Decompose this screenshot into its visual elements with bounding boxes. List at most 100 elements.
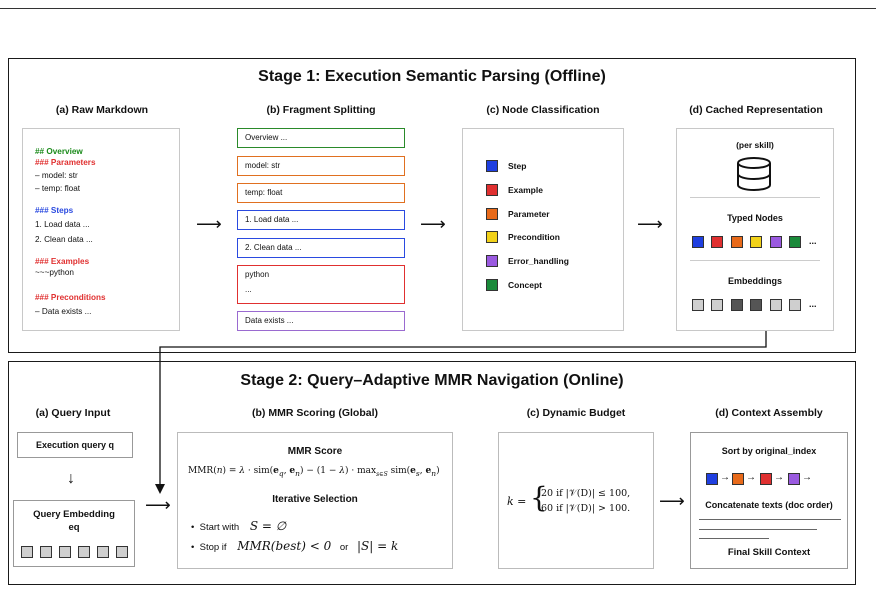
legend-swatch <box>486 231 498 243</box>
md-line: 1. Load data ... <box>35 220 90 229</box>
per-skill-label: (per skill) <box>736 140 774 150</box>
stage1-title: Stage 1: Execution Semantic Parsing (Off… <box>258 68 606 85</box>
stage1-panel: Stage 1: Execution Semantic Parsing (Off… <box>8 58 856 353</box>
embedding-cell <box>97 546 109 558</box>
concat-label: Concatenate texts (doc order) <box>705 500 833 510</box>
chain-arrow-icon: → <box>802 472 812 483</box>
md-line: ~~~python <box>35 268 74 277</box>
arrow-down-icon: ↓ <box>67 470 75 487</box>
final-context-label: Final Skill Context <box>727 547 811 558</box>
top-rule <box>0 8 876 9</box>
fragment-box: temp: float <box>237 183 405 203</box>
md-line: ### Examples <box>35 257 90 266</box>
embedding-cell <box>692 299 704 311</box>
chain-node <box>706 473 718 485</box>
bullet-stop: • Stop if MMR(best) < 0 or |S| = k <box>191 539 399 553</box>
md-line: ### Steps <box>35 206 74 215</box>
embedding-cell <box>78 546 90 558</box>
query-embedding-box <box>13 500 135 567</box>
stage2-panel: Stage 2: Query–Adaptive MMR Navigation (… <box>8 361 856 585</box>
text-line <box>699 529 817 530</box>
legend-swatch <box>486 184 498 196</box>
context-assembly-box <box>690 432 848 569</box>
chain-arrow-icon: → <box>720 472 730 483</box>
stage1-a-title: (a) Raw Markdown <box>55 104 149 116</box>
embedding-cell <box>116 546 128 558</box>
arrow-right-icon: ⟶ <box>420 214 446 234</box>
stage1-b-title: (b) Fragment Splitting <box>266 104 376 116</box>
typed-nodes-label: Typed Nodes <box>727 213 783 223</box>
query-text: Execution query q <box>35 440 115 450</box>
md-line: – temp: float <box>35 184 81 193</box>
arrow-right-icon: ⟶ <box>196 214 222 234</box>
legend-swatch <box>486 208 498 220</box>
stage2-a-title: (a) Query Input <box>35 407 111 419</box>
md-line: ## Overview <box>35 147 83 156</box>
stage2-d-title: (d) Context Assembly <box>715 407 823 419</box>
embedding-cell <box>711 299 723 311</box>
typed-node-swatch <box>750 236 762 248</box>
legend-swatch <box>486 160 498 172</box>
fragment-box: model: str <box>237 156 405 176</box>
md-line: – Data exists ... <box>35 307 92 316</box>
mmr-formula: MMR(n) = λ · sim(eq, en) − (1 − λ) · max… <box>188 466 440 478</box>
fragment-box: Data exists ... <box>237 311 405 331</box>
text-line <box>699 538 769 539</box>
embedding-cell <box>789 299 801 311</box>
bullet-start: • Start with S = ∅ <box>191 519 287 533</box>
md-line: – model: str <box>35 171 78 180</box>
embeddings-label: Embeddings <box>727 276 782 286</box>
query-embedding-title: Query Embedding <box>33 509 115 520</box>
mmr-score-title: MMR Score <box>287 446 343 457</box>
query-embedding-sub: eq <box>68 522 80 533</box>
arrow-right-icon: ⟶ <box>637 214 663 234</box>
budget-brace: { <box>530 481 548 514</box>
arrow-right-icon: ⟶ <box>145 495 171 515</box>
budget-k: k = <box>507 495 527 508</box>
md-line: ### Parameters <box>35 158 96 167</box>
embedding-cell <box>59 546 71 558</box>
md-line: ### Preconditions <box>35 293 106 302</box>
legend-swatch <box>486 279 498 291</box>
stage1-d-title: (d) Cached Representation <box>689 104 823 116</box>
iterative-selection-title: Iterative Selection <box>272 494 358 505</box>
chain-node <box>760 473 772 485</box>
typed-node-swatch <box>711 236 723 248</box>
database-icon <box>737 157 771 191</box>
text-line <box>699 519 841 520</box>
chain-node <box>732 473 744 485</box>
stage2-b-title: (b) MMR Scoring (Global) <box>252 407 378 419</box>
embedding-cell <box>40 546 52 558</box>
chain-node <box>788 473 800 485</box>
divider <box>690 260 820 261</box>
fragment-box: 1. Load data ... <box>237 210 405 230</box>
chain-arrow-icon: → <box>746 472 756 483</box>
stage2-title: Stage 2: Query–Adaptive MMR Navigation (… <box>240 372 624 389</box>
md-line: 2. Clean data ... <box>35 235 93 244</box>
fragment-box: 2. Clean data ... <box>237 238 405 258</box>
budget-case1: 20 if |𝒱(D)| ≤ 100, <box>541 488 631 499</box>
embedding-cell <box>21 546 33 558</box>
typed-node-swatch <box>770 236 782 248</box>
typed-node-swatch <box>692 236 704 248</box>
arrow-right-icon: ⟶ <box>659 491 685 511</box>
fragment-box: python ... <box>237 265 405 304</box>
stage1-c-title: (c) Node Classification <box>486 104 600 116</box>
raw-markdown-box <box>22 128 180 331</box>
mmr-box <box>177 432 453 569</box>
chain-arrow-icon: → <box>774 472 784 483</box>
stage2-c-title: (c) Dynamic Budget <box>526 407 626 419</box>
fragment-box: Overview ... <box>237 128 405 148</box>
raw-markdown-text: ## Overview ### Parameters – model: str … <box>35 146 106 317</box>
ellipsis: ... <box>809 299 817 309</box>
budget-case2: 60 if |𝒱(D)| > 100. <box>541 503 631 514</box>
ellipsis: ... <box>809 236 817 246</box>
query-box <box>17 432 133 458</box>
typed-node-swatch <box>789 236 801 248</box>
embedding-cell <box>770 299 782 311</box>
typed-node-swatch <box>731 236 743 248</box>
dynamic-budget-box <box>498 432 654 569</box>
divider <box>690 197 820 198</box>
sort-label: Sort by original_index <box>721 446 817 456</box>
